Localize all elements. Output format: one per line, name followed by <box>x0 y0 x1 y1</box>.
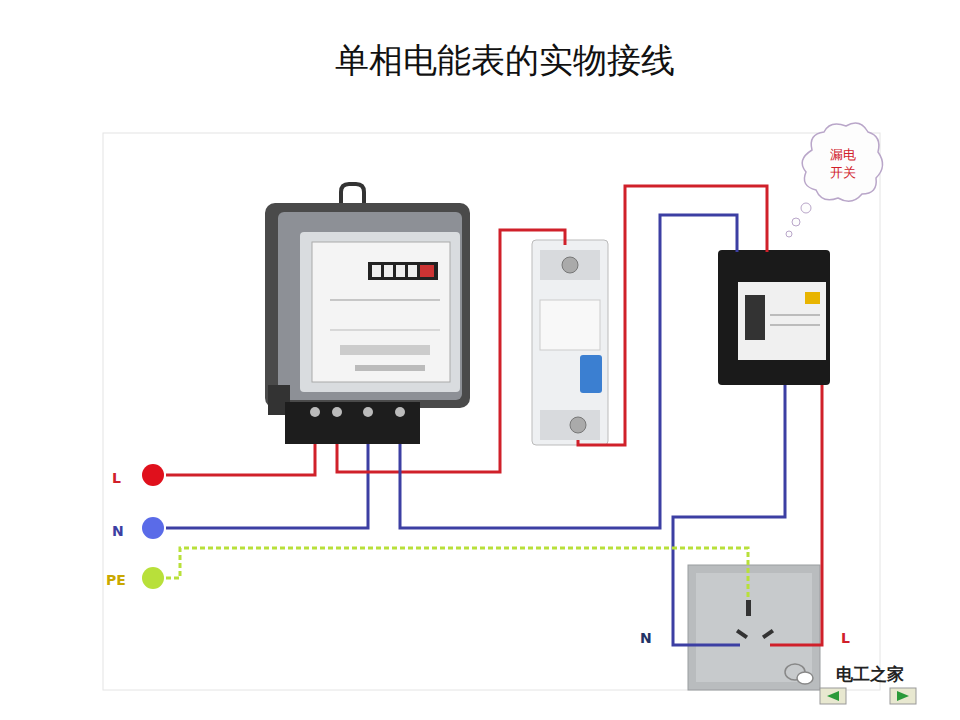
cloud-callout: 漏电 开关 <box>826 144 860 183</box>
wire-label: PE <box>106 572 126 588</box>
page-title: 单相电能表的实物接线 <box>335 38 675 84</box>
wire-label: N <box>112 523 124 539</box>
wires <box>166 186 822 645</box>
socket-label: N <box>640 630 652 646</box>
wall-socket <box>688 565 820 690</box>
nav-buttons <box>820 688 916 704</box>
picture-ground <box>103 133 880 690</box>
callout-text: 漏电 开关 <box>828 146 858 181</box>
wechat-icon <box>785 664 813 684</box>
circuit-breaker <box>532 240 608 445</box>
rcd-switch <box>718 250 830 385</box>
terminal-ball <box>142 567 164 589</box>
wire-label: L <box>112 470 121 486</box>
socket-label: L <box>841 630 850 646</box>
energy-meter <box>265 184 470 444</box>
watermark: 电工之家 <box>836 663 904 686</box>
thought-cloud <box>786 123 883 237</box>
terminal-ball <box>142 464 164 486</box>
terminal-ball <box>142 517 164 539</box>
